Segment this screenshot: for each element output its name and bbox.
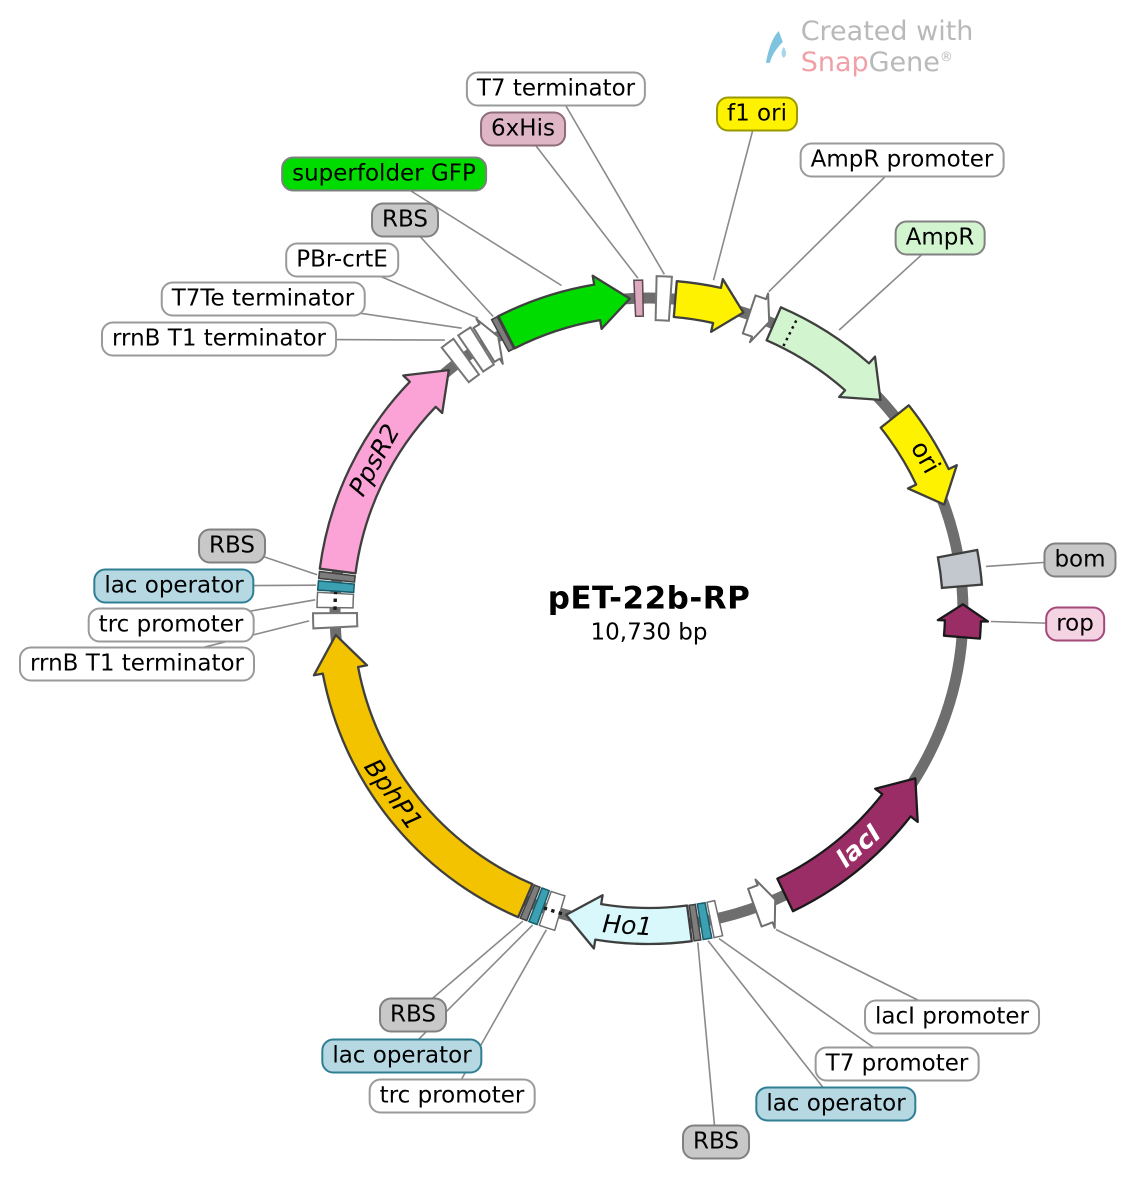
label-rbs[interactable]: RBS (371, 202, 439, 238)
callout-f1-ori (712, 113, 758, 281)
plasmid-center-text: pET-22b-RP 10,730 bp (548, 581, 751, 646)
feature-rbs[interactable] (317, 570, 357, 583)
feature-f1-ori[interactable] (672, 277, 745, 333)
feature-ho1[interactable] (564, 894, 693, 950)
label-superfolder-gfp[interactable]: superfolder GFP (281, 156, 487, 192)
plasmid-size: 10,730 bp (590, 619, 708, 646)
feature-rrnb-t1-terminator[interactable] (311, 611, 359, 630)
callout-t7-promoter (718, 937, 898, 1065)
feature-ampr-promoter[interactable] (741, 292, 771, 344)
feature-lac-operator[interactable] (696, 901, 713, 941)
feature-rbs[interactable] (688, 903, 702, 942)
feature-t7te-terminator[interactable] (456, 326, 496, 373)
label-trc-promoter[interactable]: trc promoter (87, 607, 255, 643)
label-rrnb-t1-terminator[interactable]: rrnB T1 terminator (101, 321, 337, 357)
feature-t7-promoter[interactable] (706, 899, 724, 939)
label-rbs[interactable]: RBS (198, 528, 266, 564)
feature-6xhis[interactable] (633, 279, 645, 318)
feature-lac-operator[interactable] (527, 887, 551, 926)
label-t7-terminator[interactable]: T7 terminator (465, 71, 647, 107)
label-laci-promoter[interactable]: lacI promoter (864, 999, 1040, 1035)
callout-lac-operator (401, 924, 534, 1057)
feature-t7-terminator[interactable] (654, 275, 673, 322)
label-rbs[interactable]: RBS (379, 997, 447, 1033)
label-rop[interactable]: rop (1045, 606, 1105, 642)
label-lac-operator[interactable]: lac operator (93, 568, 255, 604)
dotted-promoter-mark (333, 591, 338, 610)
label-f1-ori[interactable]: f1 ori (716, 96, 798, 132)
label-rrnb-t1-terminator[interactable]: rrnB T1 terminator (19, 646, 255, 682)
label-pbr-crte[interactable]: PBr-crtE (285, 242, 399, 278)
feature-laci-promoter[interactable] (747, 878, 777, 929)
callout-ampr-promoter (768, 159, 903, 293)
feature-superfolder-gfp[interactable] (497, 274, 631, 350)
label-ampr[interactable]: AmpR (894, 220, 986, 256)
callout-t7-terminator (555, 88, 665, 275)
callout-6xhis (522, 128, 639, 279)
feature-ori[interactable] (879, 404, 958, 506)
callout-lac-operator (707, 940, 837, 1105)
label-trc-promoter[interactable]: trc promoter (368, 1078, 536, 1114)
signal-sequence-boundary (782, 316, 799, 347)
label-t7te-terminator[interactable]: T7Te terminator (160, 281, 366, 317)
feature-rop[interactable] (936, 603, 990, 640)
feature-rrnb-t1-terminator[interactable] (440, 337, 481, 384)
feature-laci[interactable] (776, 777, 919, 913)
feature-bom[interactable] (936, 548, 984, 590)
watermark-text: Created with SnapGene® (800, 16, 974, 78)
feature-pbr-crte[interactable] (472, 318, 504, 365)
feature-ampr[interactable] (765, 306, 882, 402)
gene-name-ho1: Ho1 (601, 909, 653, 941)
label-bom[interactable]: bom (1043, 542, 1117, 578)
label-ampr-promoter[interactable]: AmpR promoter (799, 142, 1005, 178)
feature-rbs[interactable] (490, 315, 515, 353)
label-t7-promoter[interactable]: T7 promoter (814, 1046, 980, 1082)
snapgene-watermark: Created with SnapGene® (760, 16, 1131, 78)
label-rbs[interactable]: RBS (682, 1124, 750, 1160)
feature-lac-operator[interactable] (316, 579, 356, 594)
plasmid-title: pET-22b-RP (547, 580, 751, 617)
feature-rbs[interactable] (519, 883, 541, 922)
feature-ppsr2[interactable] (318, 368, 450, 575)
label-lac-operator[interactable]: lac operator (321, 1038, 483, 1074)
label-6xhis[interactable]: 6xHis (480, 111, 566, 147)
feature-bphp1[interactable] (312, 633, 534, 919)
label-lac-operator[interactable]: lac operator (755, 1086, 917, 1122)
callout-superfolder-gfp (383, 173, 562, 287)
callout-rbs (697, 942, 717, 1143)
snapgene-logo-icon (765, 31, 786, 63)
dotted-promoter-mark (542, 906, 563, 916)
